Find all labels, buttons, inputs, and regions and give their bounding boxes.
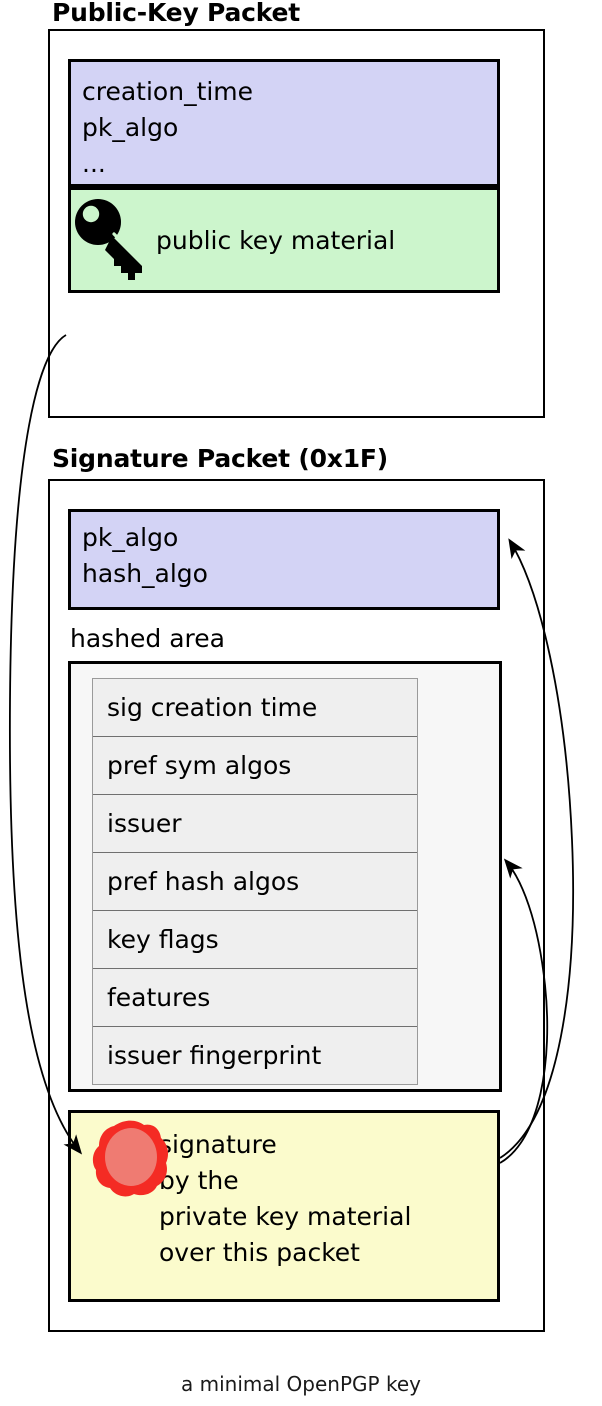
public-key-header-fields-box: creation_time pk_algo ...: [68, 59, 500, 187]
subpacket-row: key flags: [93, 911, 417, 969]
hashed-area-label: hashed area: [70, 624, 225, 653]
signature-algo-fields-text: pk_algo hash_algo: [82, 523, 208, 588]
signature-packet-title: Signature Packet (0x1F): [52, 444, 389, 473]
public-key-packet-title: Public-Key Packet: [52, 0, 301, 27]
subpacket-row: pref hash algos: [93, 853, 417, 911]
subpacket-row: pref sym algos: [93, 737, 417, 795]
public-key-header-fields-text: creation_time pk_algo ...: [82, 77, 254, 178]
subpacket-row: issuer: [93, 795, 417, 853]
diagram-caption: a minimal OpenPGP key: [181, 1372, 421, 1396]
signature-block-box: signature by the private key material ov…: [68, 1110, 500, 1302]
subpacket-row: issuer fingerprint: [107, 1041, 322, 1070]
public-key-material-box: public key material: [68, 187, 500, 293]
signature-block-text: signature by the private key material ov…: [159, 1130, 412, 1267]
subpacket-row: features: [93, 969, 417, 1027]
subpacket-row: sig creation time: [93, 679, 417, 737]
public-key-material-label: public key material: [156, 226, 396, 255]
signature-algo-fields-box: pk_algo hash_algo: [68, 509, 500, 610]
